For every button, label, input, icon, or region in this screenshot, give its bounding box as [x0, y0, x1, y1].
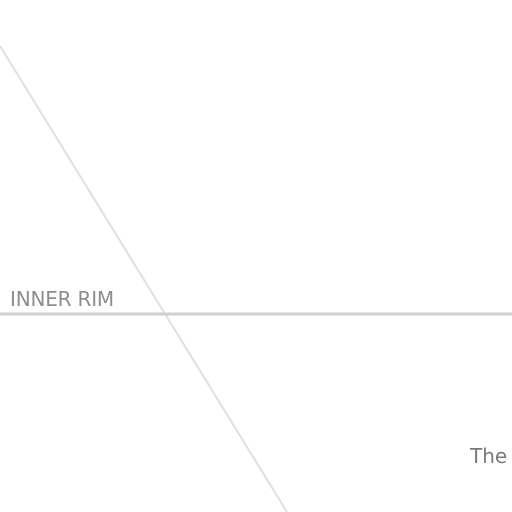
partial-text-label: The: [470, 444, 508, 468]
inner-rim-label: INNER RIM: [10, 287, 114, 311]
diagonal-line: [0, 45, 288, 512]
